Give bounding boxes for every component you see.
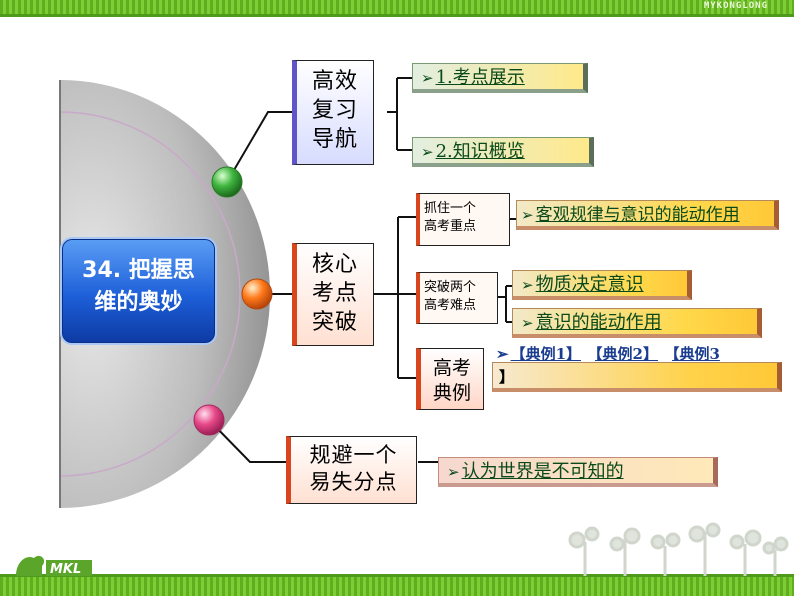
arrow-icon: ➢	[421, 143, 434, 161]
orange-node-icon	[241, 278, 273, 310]
category-navigation: 高效 复习 导航	[292, 60, 374, 165]
top-banner-line	[0, 14, 794, 17]
link-world-unknowable-label: 认为世界是不可知的	[461, 461, 624, 482]
example-tail: 】	[499, 368, 515, 386]
link-exam-points[interactable]: ➢1.考点展示	[412, 63, 588, 93]
bracket-core	[373, 216, 416, 379]
arrow-icon: ➢	[447, 463, 460, 481]
brand-text: MYKONGLONG	[703, 1, 768, 11]
category-avoid: 规避一个 易失分点	[286, 436, 417, 504]
link-conscious-agency-label: 意识的能动作用	[535, 312, 662, 333]
arrow-icon: ➢	[496, 345, 509, 363]
link-objective-law[interactable]: ➢客观规律与意识的能动作用	[516, 200, 779, 230]
category-core-line-2: 考点	[311, 281, 358, 306]
link-matter-determines-consciousness[interactable]: ➢物质决定意识	[512, 270, 692, 300]
center-title-line-2: 维的奥妙	[94, 290, 183, 315]
sub-difficult-points-line-2: 高考难点	[424, 298, 477, 313]
svg-text:MKL: MKL	[50, 562, 81, 577]
category-avoid-line-2: 易失分点	[309, 470, 398, 494]
sub-examples: 高考 典例	[416, 348, 484, 410]
link-conscious-agency[interactable]: ➢意识的能动作用	[512, 308, 762, 338]
link-matter-label: 物质决定意识	[535, 274, 644, 295]
link-exam-points-label: 1.考点展示	[435, 67, 525, 88]
category-navigation-line-1: 高效	[311, 69, 358, 94]
link-example-1[interactable]: 【典例1】	[510, 345, 582, 363]
logo-icon: MKL	[16, 555, 92, 577]
green-node-icon	[211, 166, 243, 198]
bracket-nav	[387, 77, 412, 151]
sub-key-point-line-2: 高考重点	[424, 219, 477, 234]
inner-arc	[59, 111, 241, 477]
connector-avoid	[208, 419, 286, 463]
sub-key-point: 抓住一个 高考重点	[416, 193, 510, 246]
center-topic: 34. 把握思 维的奥妙	[60, 237, 217, 345]
center-title-line-1: 34. 把握思	[82, 258, 195, 283]
pink-node-icon	[193, 404, 225, 436]
category-navigation-line-3: 导航	[311, 127, 358, 152]
example-links: ➢【典例1】【典例2】【典例3	[496, 343, 734, 364]
arrow-icon: ➢	[521, 206, 534, 224]
example-bar: 】	[492, 362, 782, 392]
connector-nav	[226, 111, 292, 183]
sub-difficult-points-line-1: 突破两个	[424, 280, 477, 295]
category-core-line-3: 突破	[311, 310, 358, 335]
decorative-plants-icon	[568, 522, 789, 576]
bottom-banner-line	[0, 574, 794, 577]
sub-examples-line-2: 典例	[432, 382, 471, 404]
sub-key-point-line-1: 抓住一个	[424, 201, 477, 216]
link-objective-law-label: 客观规律与意识的能动作用	[535, 205, 740, 225]
arrow-icon: ➢	[521, 276, 534, 294]
category-avoid-line-1: 规避一个	[309, 443, 398, 467]
bottom-banner	[0, 577, 794, 596]
link-knowledge-overview-label: 2.知识概览	[435, 141, 525, 162]
category-core-line-1: 核心	[311, 252, 358, 277]
link-world-unknowable[interactable]: ➢认为世界是不可知的	[438, 457, 718, 487]
link-example-2[interactable]: 【典例2】	[595, 345, 658, 363]
bracket-difficult	[498, 285, 512, 323]
link-example-3[interactable]: 【典例3	[671, 345, 720, 363]
sub-difficult-points: 突破两个 高考难点	[416, 272, 498, 324]
category-core: 核心 考点 突破	[292, 243, 374, 346]
link-knowledge-overview[interactable]: ➢2.知识概览	[412, 137, 594, 167]
sub-examples-line-1: 高考	[432, 357, 471, 379]
arrow-icon: ➢	[421, 69, 434, 87]
category-navigation-line-2: 复习	[311, 98, 358, 123]
top-banner	[0, 0, 794, 14]
arrow-icon: ➢	[521, 314, 534, 332]
